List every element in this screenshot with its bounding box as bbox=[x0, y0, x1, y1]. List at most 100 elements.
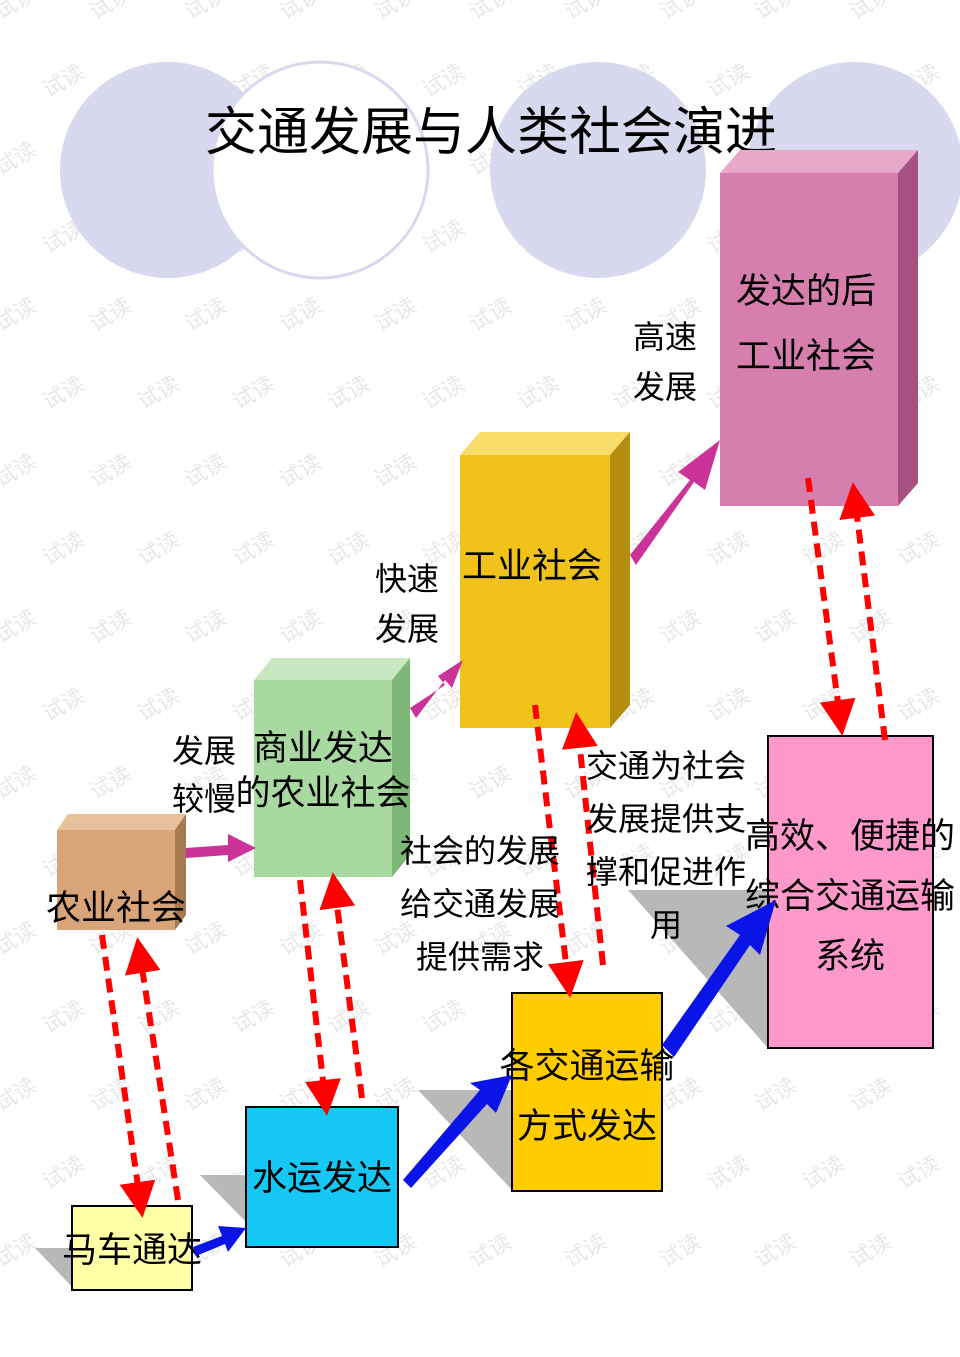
watermark-text: 试读 bbox=[656, 606, 707, 650]
note-right-line: 发展提供支 bbox=[586, 800, 746, 838]
blue-arrow bbox=[403, 1075, 512, 1188]
watermark-text: 试读 bbox=[704, 684, 755, 728]
watermark-text: 试读 bbox=[181, 1074, 232, 1118]
watermark-text: 试读 bbox=[466, 762, 517, 806]
transport-modes-box: 各交通运输 方式发达 bbox=[499, 992, 675, 1192]
red-arrow-up bbox=[562, 712, 606, 966]
step-label-rapid-line1: 高速 bbox=[633, 318, 697, 356]
watermark-text: 试读 bbox=[704, 1152, 755, 1196]
red-arrow-down bbox=[805, 477, 856, 736]
watermark-text: 试读 bbox=[229, 528, 280, 572]
watermark-text: 试读 bbox=[86, 0, 137, 25]
deco-circle bbox=[490, 62, 706, 278]
blue-arrow bbox=[662, 900, 776, 1057]
watermark-text: 试读 bbox=[181, 0, 232, 25]
watermark-text: 试读 bbox=[0, 138, 41, 182]
watermark-text: 试读 bbox=[371, 294, 422, 338]
watermark-text: 试读 bbox=[0, 606, 41, 650]
society-postindustrial-line1: 发达的后 bbox=[736, 272, 876, 312]
watermark-text: 试读 bbox=[846, 1074, 897, 1118]
watermark-text: 试读 bbox=[181, 606, 232, 650]
watermark-text: 试读 bbox=[0, 1074, 41, 1118]
watermark-text: 试读 bbox=[39, 1152, 90, 1196]
watermark-text: 试读 bbox=[371, 918, 422, 962]
transport-water-box: 水运发达 bbox=[245, 1106, 399, 1248]
watermark-text: 试读 bbox=[561, 0, 612, 25]
watermark-text: 试读 bbox=[466, 0, 517, 25]
red-arrow-up bbox=[839, 482, 888, 741]
watermark-text: 试读 bbox=[419, 216, 470, 260]
transport-system-line1: 高效、便捷的 bbox=[745, 817, 955, 857]
red-arrow-down bbox=[532, 704, 584, 998]
step-shadow bbox=[35, 1248, 75, 1290]
watermark-text: 试读 bbox=[276, 294, 327, 338]
red-arrow-up bbox=[319, 872, 365, 1099]
watermark-text: 试读 bbox=[86, 762, 137, 806]
step-label-slow-line1: 发展 bbox=[172, 732, 236, 770]
watermark-text: 试读 bbox=[751, 1074, 802, 1118]
watermark-text: 试读 bbox=[799, 684, 850, 728]
watermark-text: 试读 bbox=[894, 684, 945, 728]
note-right-line: 交通为社会 bbox=[586, 747, 746, 785]
watermark-text: 试读 bbox=[514, 372, 565, 416]
watermark-text: 试读 bbox=[0, 450, 41, 494]
watermark-text: 试读 bbox=[371, 450, 422, 494]
society-agri-box: 农业社会 bbox=[46, 814, 186, 930]
transport-carriage-label: 马车通达 bbox=[62, 1231, 202, 1271]
society-agri-label: 农业社会 bbox=[46, 889, 186, 929]
watermark-text: 试读 bbox=[371, 0, 422, 25]
transport-progress-arrows bbox=[193, 900, 776, 1256]
step-label-rapid-line2: 发展 bbox=[633, 368, 697, 406]
watermark-text: 试读 bbox=[39, 372, 90, 416]
transport-system-line3: 系统 bbox=[815, 937, 885, 977]
watermark-text: 试读 bbox=[846, 1230, 897, 1274]
watermark-text: 试读 bbox=[276, 918, 327, 962]
step-label-slow-line2: 较慢 bbox=[172, 780, 236, 818]
note-left-line: 给交通发展 bbox=[400, 885, 560, 923]
blue-arrow bbox=[193, 1226, 246, 1256]
note-society-to-transport: 社会的发展 给交通发展 提供需求 bbox=[400, 832, 560, 976]
watermark-text: 试读 bbox=[324, 372, 375, 416]
watermark-text: 试读 bbox=[0, 762, 41, 806]
watermark-text: 试读 bbox=[0, 918, 41, 962]
watermark-text: 试读 bbox=[276, 606, 327, 650]
note-right-line: 撑和促进作 bbox=[586, 853, 746, 891]
watermark-text: 试读 bbox=[466, 294, 517, 338]
watermark-text: 试读 bbox=[39, 684, 90, 728]
watermark-text: 试读 bbox=[86, 294, 137, 338]
watermark-text: 试读 bbox=[561, 294, 612, 338]
watermark-text: 试读 bbox=[419, 996, 470, 1040]
watermark-text: 试读 bbox=[704, 60, 755, 104]
watermark-text: 试读 bbox=[324, 528, 375, 572]
watermark-text: 试读 bbox=[181, 294, 232, 338]
watermark-text: 试读 bbox=[894, 528, 945, 572]
watermark-text: 试读 bbox=[0, 294, 41, 338]
watermark-text: 试读 bbox=[39, 528, 90, 572]
red-arrow-up bbox=[124, 937, 181, 1201]
transport-water-label: 水运发达 bbox=[252, 1159, 392, 1199]
society-industrial-box: 工业社会 bbox=[460, 432, 630, 728]
page-title: 交通发展与人类社会演进 bbox=[205, 103, 777, 163]
watermark-text: 试读 bbox=[751, 1230, 802, 1274]
society-commerce-line2: 的农业社会 bbox=[235, 774, 410, 814]
watermark-text: 试读 bbox=[276, 450, 327, 494]
step-shadow bbox=[418, 1090, 512, 1190]
transport-modes-line1: 各交通运输 bbox=[499, 1047, 674, 1087]
watermark-text: 试读 bbox=[656, 1230, 707, 1274]
watermark-text: 试读 bbox=[704, 528, 755, 572]
watermark-text: 试读 bbox=[894, 1152, 945, 1196]
society-progress-arrows bbox=[186, 440, 720, 862]
watermark-text: 试读 bbox=[419, 372, 470, 416]
society-industrial-label: 工业社会 bbox=[462, 547, 602, 587]
red-arrow-down bbox=[99, 934, 156, 1218]
watermark-text: 试读 bbox=[134, 372, 185, 416]
watermark-text: 试读 bbox=[751, 0, 802, 25]
watermark-text: 试读 bbox=[466, 1230, 517, 1274]
watermark-text: 试读 bbox=[86, 606, 137, 650]
watermark-text: 试读 bbox=[181, 450, 232, 494]
watermark-text: 试读 bbox=[134, 684, 185, 728]
watermark-text: 试读 bbox=[134, 996, 185, 1040]
watermark-text: 试读 bbox=[0, 1230, 41, 1274]
watermark-text: 试读 bbox=[276, 0, 327, 25]
